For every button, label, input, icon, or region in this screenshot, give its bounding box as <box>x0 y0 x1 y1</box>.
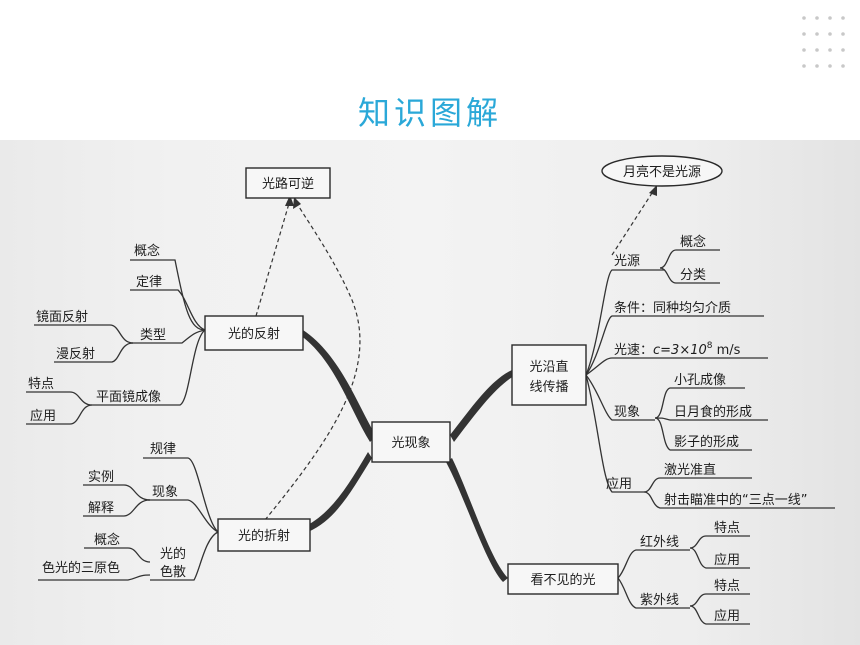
branch-straight <box>450 370 514 442</box>
infrared: 红外线 <box>640 534 679 550</box>
dashed-arrow-refraction <box>264 201 361 521</box>
refraction-explain: 解释 <box>88 501 114 516</box>
branch-refraction <box>306 452 372 532</box>
plane-mirror-application: 应用 <box>30 408 56 424</box>
straight-phenomenon: 现象 <box>614 405 640 420</box>
branch-invisible <box>446 458 508 582</box>
dashed-arrow-moon <box>611 189 655 256</box>
plane-mirror-features: 特点 <box>28 377 54 392</box>
arrow-head-moon <box>649 185 657 196</box>
refraction-example: 实例 <box>88 470 114 485</box>
straight-label-line1: 光沿直 <box>529 360 568 375</box>
dispersion-line1: 光的 <box>160 546 186 562</box>
reflection-law: 定律 <box>136 275 162 290</box>
invisible-node <box>507 563 619 595</box>
decorative-dot-grid <box>802 16 845 68</box>
three-point-aim: 射击瞄准中的“三点一线” <box>664 492 807 508</box>
branch-reflection <box>300 330 376 442</box>
reflection-label: 光的反射 <box>228 326 280 342</box>
reflection-type: 类型 <box>140 328 166 343</box>
straight-application: 应用 <box>606 476 632 492</box>
reflection-node <box>204 315 304 351</box>
straight-label-line2: 线传播 <box>529 380 568 395</box>
moon-node <box>601 155 723 187</box>
pinhole-imaging: 小孔成像 <box>674 373 726 388</box>
ultraviolet: 紫外线 <box>640 593 679 608</box>
dashed-arrow-reflection <box>255 199 291 317</box>
eclipse-formation: 日月食的形成 <box>674 404 752 420</box>
center-node <box>371 421 451 463</box>
center-label: 光现象 <box>391 436 430 451</box>
refraction-phenomenon: 现象 <box>152 485 178 500</box>
reversible-label: 光路可逆 <box>262 176 314 192</box>
shadow-formation: 影子的形成 <box>674 434 739 450</box>
plane-mirror-imaging: 平面镜成像 <box>96 390 161 405</box>
dispersion-concept: 概念 <box>94 532 120 548</box>
moon-label: 月亮不是光源 <box>623 164 701 180</box>
source-classify: 分类 <box>680 268 706 283</box>
infrared-application: 应用 <box>714 552 740 568</box>
source-concept: 概念 <box>680 234 706 250</box>
refraction-node <box>217 518 311 552</box>
dispersion-line2: 色散 <box>160 564 186 580</box>
diffuse-reflection: 漫反射 <box>56 346 95 362</box>
laser-alignment: 激光准直 <box>664 463 716 478</box>
primary-colors: 色光的三原色 <box>42 560 120 576</box>
refraction-rule: 规律 <box>150 442 176 457</box>
straight-node <box>511 344 587 406</box>
light-speed: 光速：c=3×108 m/s <box>614 341 741 358</box>
light-source: 光源 <box>614 254 640 269</box>
ultraviolet-features: 特点 <box>714 579 740 594</box>
mind-map-photo: 光现象 光的反射 光路可逆 光的折射 光沿直 线传播 看不见的光 月亮不是光源 … <box>0 140 860 645</box>
condition: 条件：同种均匀介质 <box>614 300 731 316</box>
reflection-concept: 概念 <box>134 243 160 259</box>
infrared-features: 特点 <box>714 521 740 536</box>
arrow-head-reflection <box>285 195 294 206</box>
reversible-node <box>245 167 331 199</box>
page-title: 知识图解 <box>357 94 502 132</box>
arrow-head-refraction <box>293 197 301 209</box>
ultraviolet-application: 应用 <box>714 608 740 624</box>
refraction-label: 光的折射 <box>238 528 290 544</box>
mind-map-diagram: 光现象 光的反射 光路可逆 光的折射 光沿直 线传播 看不见的光 月亮不是光源 … <box>26 155 835 625</box>
invisible-label: 看不见的光 <box>530 572 595 588</box>
mirror-reflection: 镜面反射 <box>36 309 88 325</box>
